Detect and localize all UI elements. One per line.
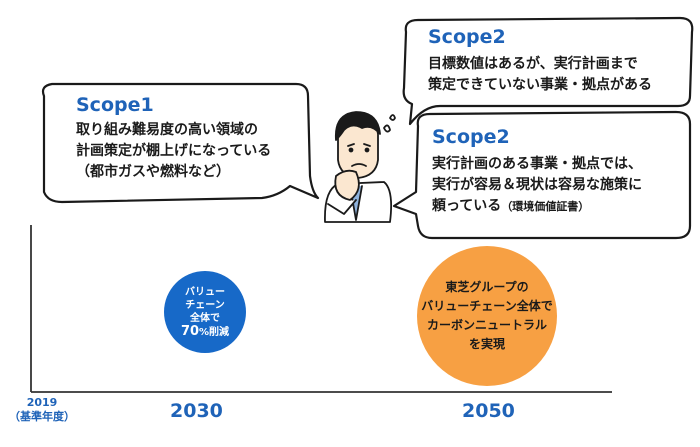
scope1-description: 取り組み難易度の高い領域の 計画策定が棚上げになっている （都市ガスや燃料など） <box>76 120 271 183</box>
scope2-execution-description: 実行計画のある事業・拠点では、 実行が容易＆現状は容易な施策に 頼っている（環境… <box>432 154 642 217</box>
scope1-line: 計画策定が棚上げになっている <box>76 143 272 159</box>
scope2-plan-title: Scope2 <box>428 26 506 48</box>
target-2050-line: バリューチェーン全体で <box>421 299 553 313</box>
scope2-execution-line: 実行が容易＆現状は容易な施策に <box>432 177 642 193</box>
target-2030-reduction: 70%削減 <box>181 325 229 339</box>
target-2050-line: カーボンニュートラル <box>426 318 547 332</box>
target-2030-value: 70 <box>180 323 200 339</box>
scope2-execution-speech-bubble <box>392 110 692 240</box>
target-2030-line: 全体で <box>190 312 220 324</box>
worried-person-illustration <box>324 111 396 223</box>
scope2-execution-note: （環境価値証書） <box>501 200 590 213</box>
scope2-execution-line: 頼っている（環境価値証書） <box>432 196 642 217</box>
target-2030-circle: バリュー チェーン 全体で 70%削減 <box>164 271 246 353</box>
axis-label-2019: 2019 （基準年度） <box>4 396 80 424</box>
target-2050-circle: 東芝グループの バリューチェーン全体で カーボンニュートラル を実現 <box>417 246 557 386</box>
scope2-plan-description: 目標数値はあるが、実行計画まで 策定できていない事業・拠点がある <box>428 54 652 96</box>
scope1-line: 取り組み難易度の高い領域の <box>76 122 258 138</box>
scope2-plan-line: 目標数値はあるが、実行計画まで <box>428 56 638 72</box>
target-2030-suffix: %削減 <box>199 326 230 338</box>
target-2030-line: バリュー <box>185 286 225 298</box>
scope2-execution-line: 実行計画のある事業・拠点では、 <box>432 156 642 172</box>
scope1-title: Scope1 <box>76 94 154 116</box>
axis-label-2050: 2050 <box>462 400 515 422</box>
target-2030-line: チェーン <box>185 299 225 311</box>
axis-2019-year: 2019 <box>26 396 58 409</box>
scope2-execution-title: Scope2 <box>432 126 510 148</box>
scope2-execution-last: 頼っている <box>432 198 502 214</box>
scope2-plan-line: 策定できていない事業・拠点がある <box>428 77 652 93</box>
axis-2019-note: （基準年度） <box>9 410 75 423</box>
scope1-line: （都市ガスや燃料など） <box>76 164 230 180</box>
target-2050-line: を実現 <box>468 337 505 351</box>
target-2050-line: 東芝グループの <box>445 280 529 294</box>
scope2-plan-speech-bubble <box>402 16 694 126</box>
axis-label-2030: 2030 <box>170 400 223 422</box>
scope1-speech-bubble <box>41 82 320 204</box>
